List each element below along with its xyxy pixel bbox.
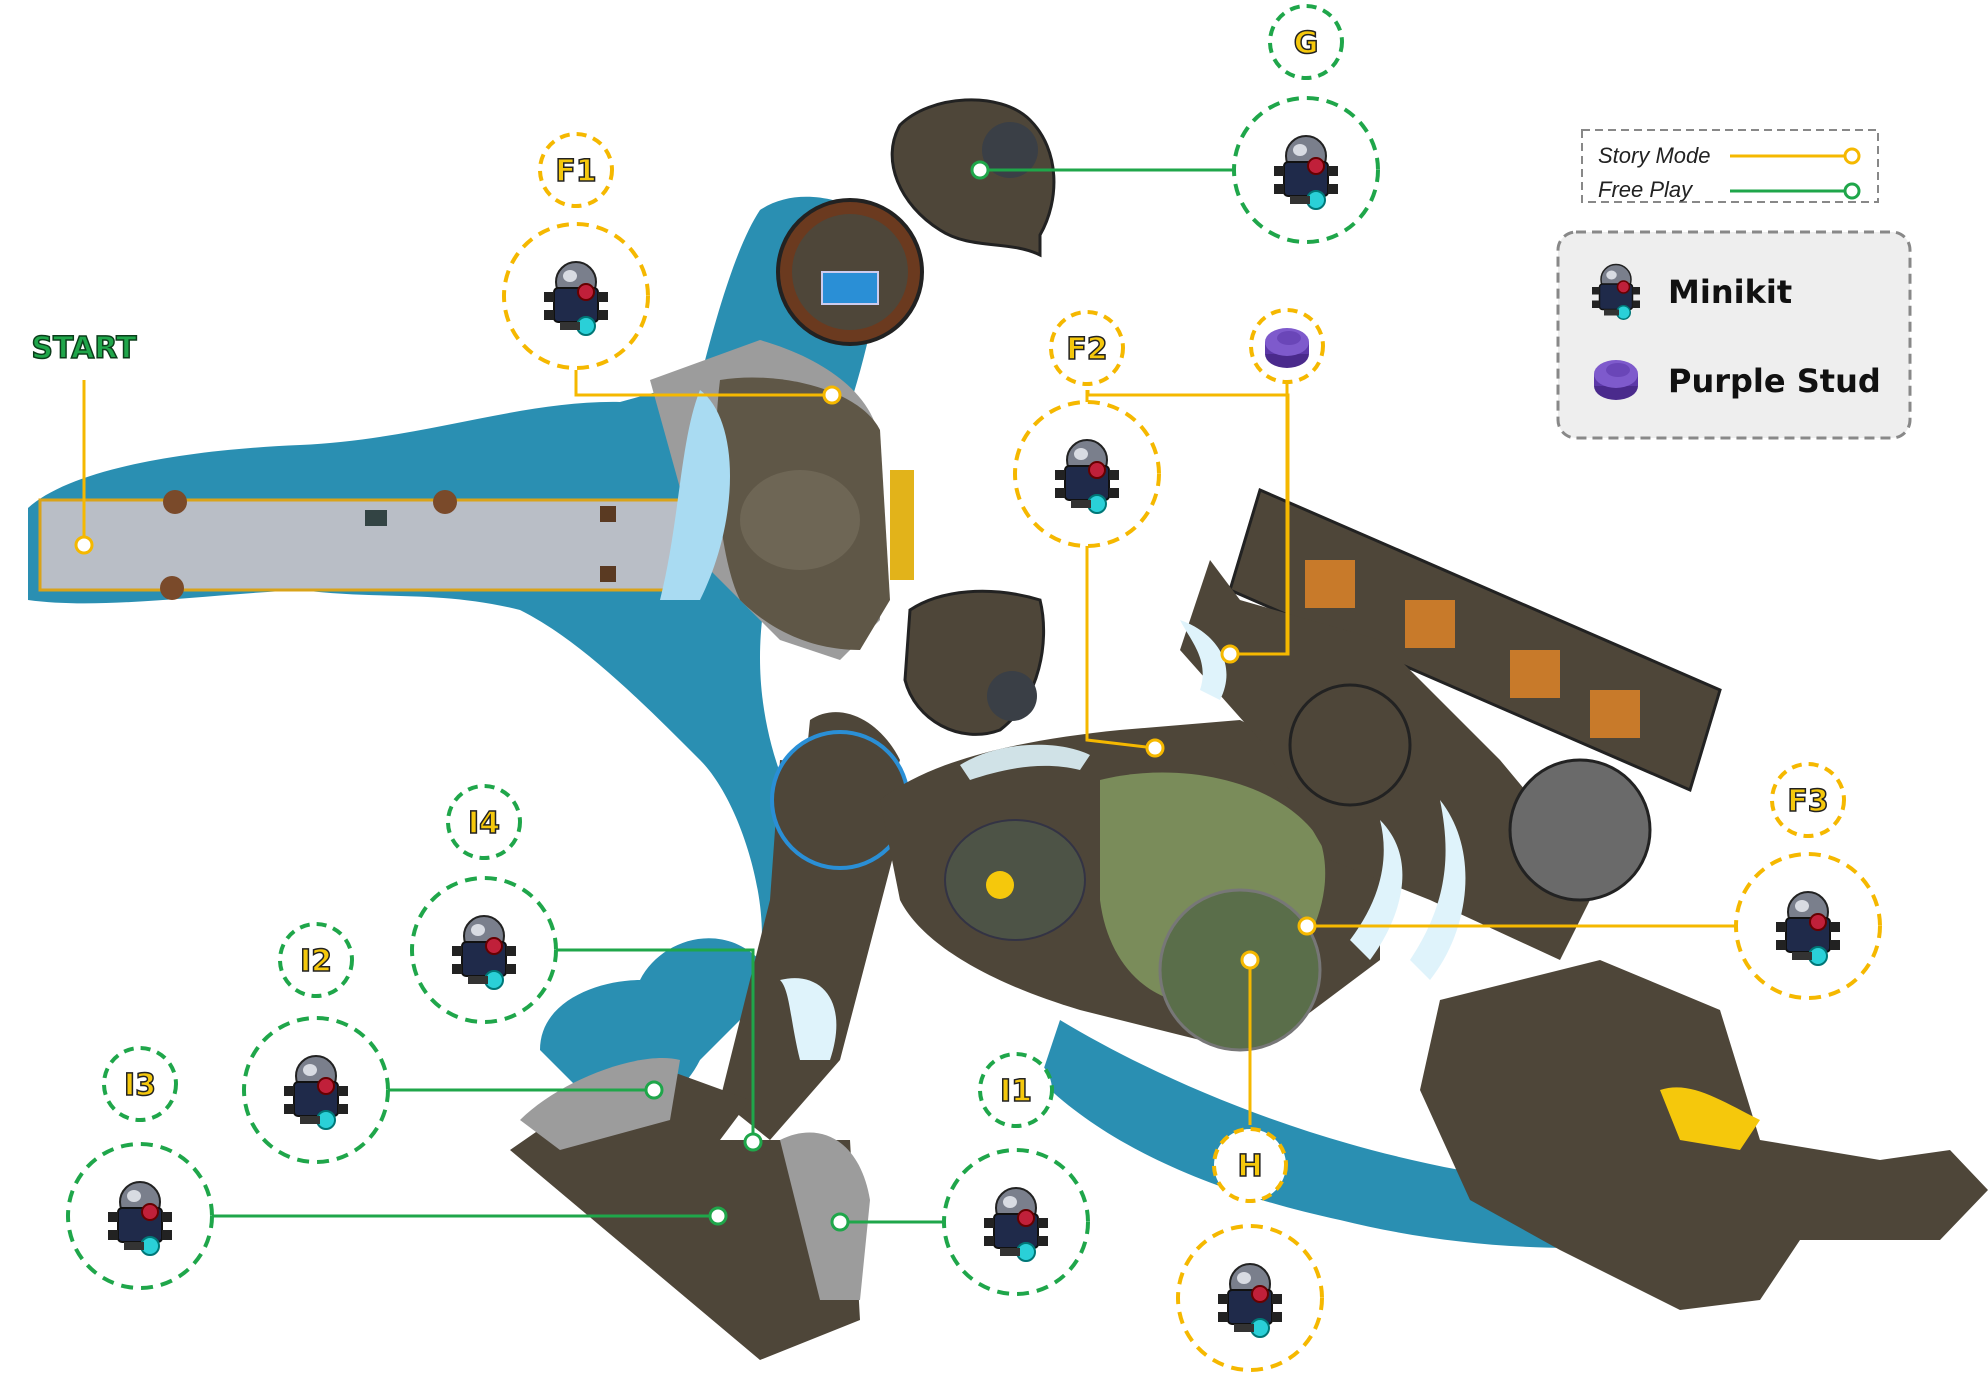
marker-label: H [1237,1149,1262,1184]
marker-G[interactable]: G [1232,4,1380,244]
marker-I1[interactable]: I1 [942,1052,1090,1296]
connector-dots [74,160,1317,1232]
purple-stud-icon [1265,328,1309,368]
marker-label: F2 [1066,332,1107,367]
marker-F2[interactable]: F2 [1013,310,1161,548]
purple-stud-icon [1594,360,1638,400]
legend-items: Minikit Purple Stud [1556,230,1912,440]
marker-label: I1 [1000,1074,1032,1109]
marker-label: G [1294,26,1319,61]
marker-purple-stud[interactable] [1249,308,1325,384]
legend-story-mode-label: Story Mode [1598,143,1711,168]
start-label: START [31,331,137,366]
terrain [510,98,1988,1360]
marker-label: I4 [468,806,500,841]
legend-purple-stud-label: Purple Stud [1668,362,1881,400]
marker-I2[interactable]: I2 [242,922,390,1164]
marker-H[interactable]: H [1176,1127,1324,1372]
marker-label: I3 [124,1068,156,1103]
marker-F1[interactable]: F1 [502,132,650,370]
legend-free-play-label: Free Play [1598,177,1694,202]
legend-minikit-label: Minikit [1668,273,1792,311]
marker-label: F3 [1787,784,1828,819]
marker-label: I2 [300,944,332,979]
marker-I3[interactable]: I3 [66,1046,214,1290]
start-bridge [38,490,692,600]
legend-modes: Story Mode Free Play [1581,129,1879,203]
marker-F3[interactable]: F3 [1734,762,1882,1000]
marker-label: F1 [555,154,596,189]
marker-I4[interactable]: I4 [410,784,558,1024]
